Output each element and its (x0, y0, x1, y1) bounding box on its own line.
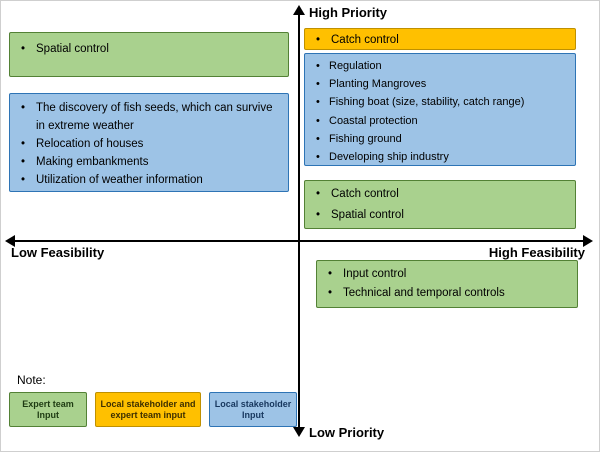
legend-label: Local stakeholder Input (214, 398, 292, 420)
low-priority-label: Low Priority (309, 425, 385, 440)
list-item: Relocation of houses (10, 135, 288, 153)
legend-label: Expert team Input (22, 398, 74, 420)
low-feasibility-label: Low Feasibility (11, 245, 105, 260)
bottom-right-green-box: Input control Technical and temporal con… (316, 260, 578, 308)
mid-right-green-box: Catch control Spatial control (304, 180, 576, 229)
note-label: Note: (17, 373, 46, 387)
list-item: Regulation (305, 57, 575, 75)
legend-label: Local stakeholder and expert team input (100, 398, 196, 420)
legend-local-stakeholder-and-expert-team-input: Local stakeholder and expert team input (95, 392, 201, 427)
top-left-blue-box: The discovery of fish seeds, which can s… (9, 93, 289, 192)
arrow-left-icon (5, 235, 15, 247)
list-item: Spatial control (305, 205, 575, 226)
vertical-axis-line (298, 13, 300, 429)
legend-expert-team-input: Expert team Input (9, 392, 87, 427)
horizontal-axis-line (13, 240, 585, 242)
list-item: The discovery of fish seeds, which can s… (10, 99, 288, 135)
list-item: Fishing ground (305, 130, 575, 148)
high-feasibility-label: High Feasibility (488, 245, 585, 260)
top-left-green-box: Spatial control (9, 32, 289, 77)
list-item: Planting Mangroves (305, 75, 575, 93)
top-right-blue-box: Regulation Planting Mangroves Fishing bo… (304, 53, 576, 166)
list-item: Input control (317, 265, 577, 284)
list-item: Coastal protection (305, 112, 575, 130)
list-item: Making embankments (10, 153, 288, 171)
arrow-right-icon (583, 235, 593, 247)
top-right-orange-box: Catch control (304, 28, 576, 50)
arrow-down-icon (293, 427, 305, 437)
list-item: Catch control (305, 184, 575, 205)
list-item: Utilization of weather information (10, 171, 288, 189)
legend-local-stakeholder-input: Local stakeholder Input (209, 392, 297, 427)
list-item: Technical and temporal controls (317, 284, 577, 303)
arrow-up-icon (293, 5, 305, 15)
high-priority-label: High Priority (309, 5, 388, 20)
list-item: Catch control (305, 31, 575, 49)
list-item: Fishing boat (size, stability, catch ran… (305, 93, 575, 111)
list-item: Developing ship industry (305, 148, 575, 166)
list-item: Spatial control (10, 40, 288, 58)
